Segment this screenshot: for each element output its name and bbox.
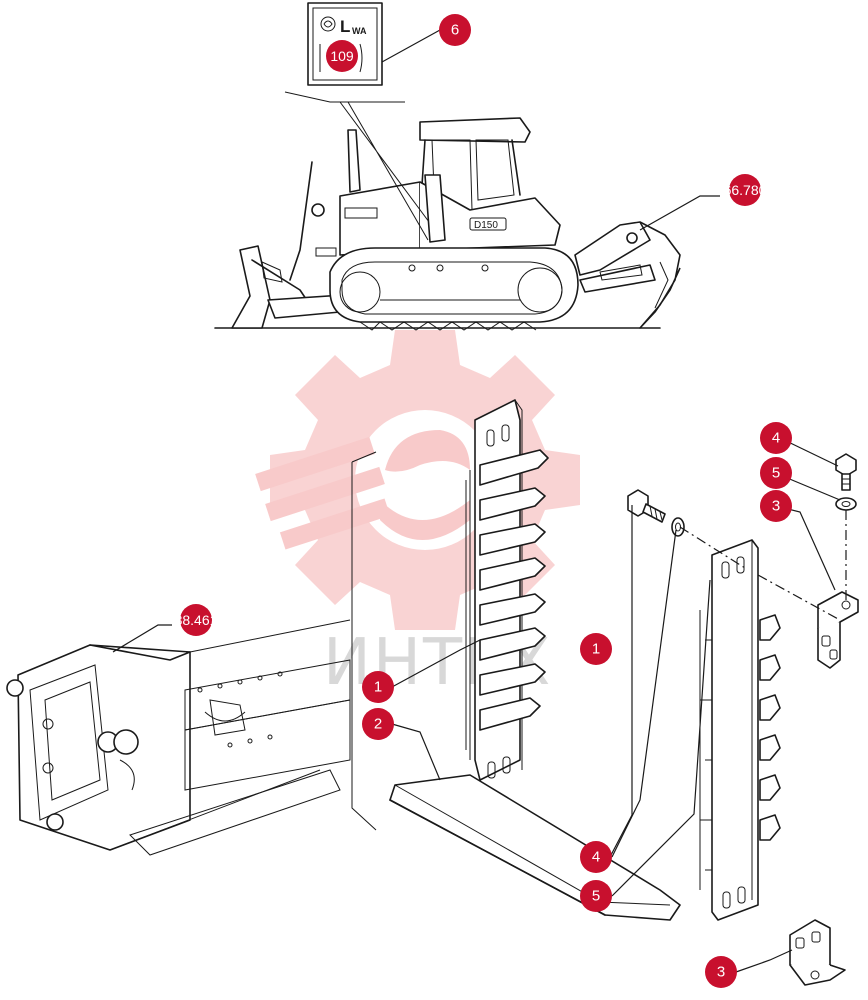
cut-line [351, 462, 377, 831]
leader-ripper-ref [639, 195, 720, 231]
assembly-axis [679, 510, 847, 621]
ref-ripper[interactable]: 66.780 [724, 174, 767, 206]
callout-1-right[interactable]: 1 [580, 633, 612, 665]
leader-3b [735, 949, 793, 973]
svg-text:1: 1 [374, 679, 382, 696]
guard-plate-left [465, 399, 549, 781]
svg-text:2: 2 [374, 716, 382, 733]
bulldozer-illustration: D150 [214, 91, 681, 331]
leader-1a [391, 639, 481, 688]
noise-label-value: 109 [330, 48, 354, 64]
bracket-lower [789, 919, 846, 986]
noise-label: L WA 109 [307, 2, 383, 86]
callout-3-bottom[interactable]: 3 [705, 956, 737, 988]
leader-frame-ref [112, 624, 172, 653]
leader-1b [611, 579, 711, 897]
svg-text:4: 4 [592, 849, 600, 866]
callout-4-middle[interactable]: 4 [580, 841, 612, 873]
wear-bar [389, 774, 681, 921]
callout-6[interactable]: 6 [439, 14, 471, 46]
svg-text:5: 5 [592, 888, 600, 905]
callout-5-top[interactable]: 5 [760, 457, 792, 489]
callout-2[interactable]: 2 [362, 708, 394, 740]
noise-label-symbol: L [340, 17, 350, 36]
callout-5-middle[interactable]: 5 [580, 880, 612, 912]
bracket-upper [817, 591, 859, 669]
svg-text:3: 3 [717, 964, 725, 981]
callout-4-top[interactable]: 4 [760, 422, 792, 454]
callout-3-top[interactable]: 3 [760, 490, 792, 522]
callout-1-left[interactable]: 1 [362, 671, 394, 703]
sound-icon [320, 16, 336, 32]
svg-text:4: 4 [772, 430, 780, 447]
svg-text:66.780: 66.780 [724, 182, 767, 198]
leader-2 [391, 723, 441, 781]
bolt-top-right [835, 453, 857, 491]
frame-illustration [6, 619, 351, 856]
washer-middle [671, 517, 685, 537]
svg-text:38.461: 38.461 [175, 612, 218, 628]
leader-4a [609, 505, 633, 858]
guard-plate-right [699, 539, 781, 921]
leader-6 [381, 29, 441, 63]
ref-frame[interactable]: 38.461 [175, 604, 218, 636]
svg-text:5: 5 [772, 465, 780, 482]
bolt-middle [627, 489, 666, 523]
model-decal: D150 [474, 220, 498, 231]
svg-text:1: 1 [592, 641, 600, 658]
watermark-gear-logo [255, 330, 580, 630]
svg-text:6: 6 [451, 22, 459, 39]
brand-decal [344, 207, 378, 219]
leader-5a [611, 529, 677, 858]
svg-text:3: 3 [772, 498, 780, 515]
noise-label-subscript: WA [352, 26, 367, 36]
